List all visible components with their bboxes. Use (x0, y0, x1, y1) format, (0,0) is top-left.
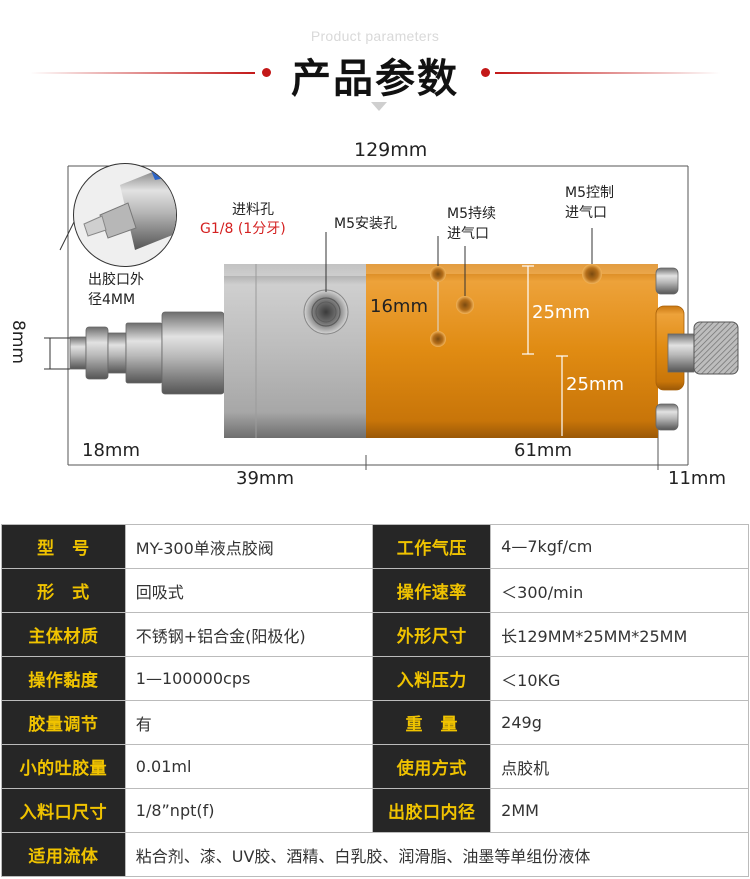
dim-11mm: 11mm (668, 468, 726, 489)
label-outlet-line1: 出胶口外 (88, 272, 144, 288)
spec-label: 操作速率 (372, 568, 492, 613)
spec-value: 点胶机 (490, 744, 749, 789)
label-mount-hole: M5安装孔 (334, 216, 397, 232)
spec-label: 工作气压 (372, 524, 492, 569)
section-title: 产品参数 (291, 56, 459, 102)
label-inlet-thread: G1/8 (1分牙) (200, 221, 286, 237)
spec-label: 入料压力 (372, 656, 492, 701)
spec-row: 主体材质 不锈钢+铝合金(阳极化) 外形尺寸 长129MM*25MM*25MM (1, 612, 749, 657)
spec-row: 型 号 MY-300单液点胶阀 工作气压 4—7kgf/cm (1, 524, 749, 569)
spec-value: 回吸式 (124, 568, 374, 613)
label-control-air-line1: M5控制 (565, 185, 614, 201)
spec-row: 形 式 回吸式 操作速率 ＜300/min (1, 568, 749, 613)
spec-row: 入料口尺寸 1/8”npt(f) 出胶口内径 2MM (1, 788, 749, 833)
header-rule-right (495, 72, 720, 74)
spec-label: 小的吐胶量 (1, 744, 126, 789)
spec-value: 4—7kgf/cm (490, 524, 749, 569)
dim-8mm: 8mm (8, 320, 28, 364)
spec-label: 操作黏度 (1, 656, 126, 701)
spec-value: 249g (490, 700, 749, 745)
dim-61mm: 61mm (514, 440, 572, 461)
spec-value: ＜10KG (490, 656, 749, 701)
spec-label: 形 式 (1, 568, 126, 613)
label-continuous-air-line2: 进气口 (447, 226, 489, 242)
dim-25mm-top: 25mm (532, 302, 590, 323)
header-rule-left (30, 72, 255, 74)
dim-18mm: 18mm (82, 440, 140, 461)
spec-value: 1/8”npt(f) (124, 788, 374, 833)
spec-label: 入料口尺寸 (1, 788, 126, 833)
spec-value: 0.01ml (124, 744, 374, 789)
label-inlet-hole: 进料孔 (232, 202, 274, 218)
valve-dimension-diagram: 129mm 8mm 16mm 25mm 25mm 18mm 61mm 39mm … (8, 139, 739, 489)
header-dot-left (262, 68, 271, 77)
spec-row: 小的吐胶量 0.01ml 使用方式 点胶机 (1, 744, 749, 789)
spec-label: 外形尺寸 (372, 612, 492, 657)
spec-label: 使用方式 (372, 744, 492, 789)
header-pointer-icon (371, 102, 387, 111)
spec-value: MY-300单液点胶阀 (124, 524, 374, 569)
valve-drawing (44, 163, 739, 470)
spec-row: 胶量调节 有 重 量 249g (1, 700, 749, 745)
spec-value: 2MM (490, 788, 749, 833)
dim-25mm-bottom: 25mm (566, 374, 624, 395)
spec-value: 有 (124, 700, 374, 745)
spec-value: ＜300/min (490, 568, 749, 613)
label-continuous-air-line1: M5持续 (447, 206, 496, 222)
section-subtitle: Product parameters (310, 28, 440, 44)
spec-label: 主体材质 (1, 612, 126, 657)
label-outlet-line2: 径4MM (88, 292, 136, 308)
spec-table: 型 号 MY-300单液点胶阀 工作气压 4—7kgf/cm 形 式 回吸式 操… (1, 524, 750, 877)
spec-value: 不锈钢+铝合金(阳极化) (124, 612, 374, 657)
spec-label: 适用流体 (1, 832, 126, 877)
spec-value: 1—100000cps (124, 656, 374, 701)
spec-value: 长129MM*25MM*25MM (490, 612, 749, 657)
spec-row: 操作黏度 1—100000cps 入料压力 ＜10KG (1, 656, 749, 701)
header-dot-right (481, 68, 490, 77)
spec-value: 粘合剂、漆、UV胶、酒精、白乳胶、润滑脂、油墨等单组份液体 (124, 832, 750, 877)
dim-39mm: 39mm (236, 468, 294, 489)
spec-label: 重 量 (372, 700, 492, 745)
spec-label: 胶量调节 (1, 700, 126, 745)
spec-row: 适用流体 粘合剂、漆、UV胶、酒精、白乳胶、润滑脂、油墨等单组份液体 (1, 832, 750, 877)
dim-total-length: 129mm (354, 139, 428, 161)
label-control-air-line2: 进气口 (565, 205, 607, 221)
dim-16mm: 16mm (370, 296, 428, 317)
spec-label: 出胶口内径 (372, 788, 492, 833)
spec-label: 型 号 (1, 524, 126, 569)
